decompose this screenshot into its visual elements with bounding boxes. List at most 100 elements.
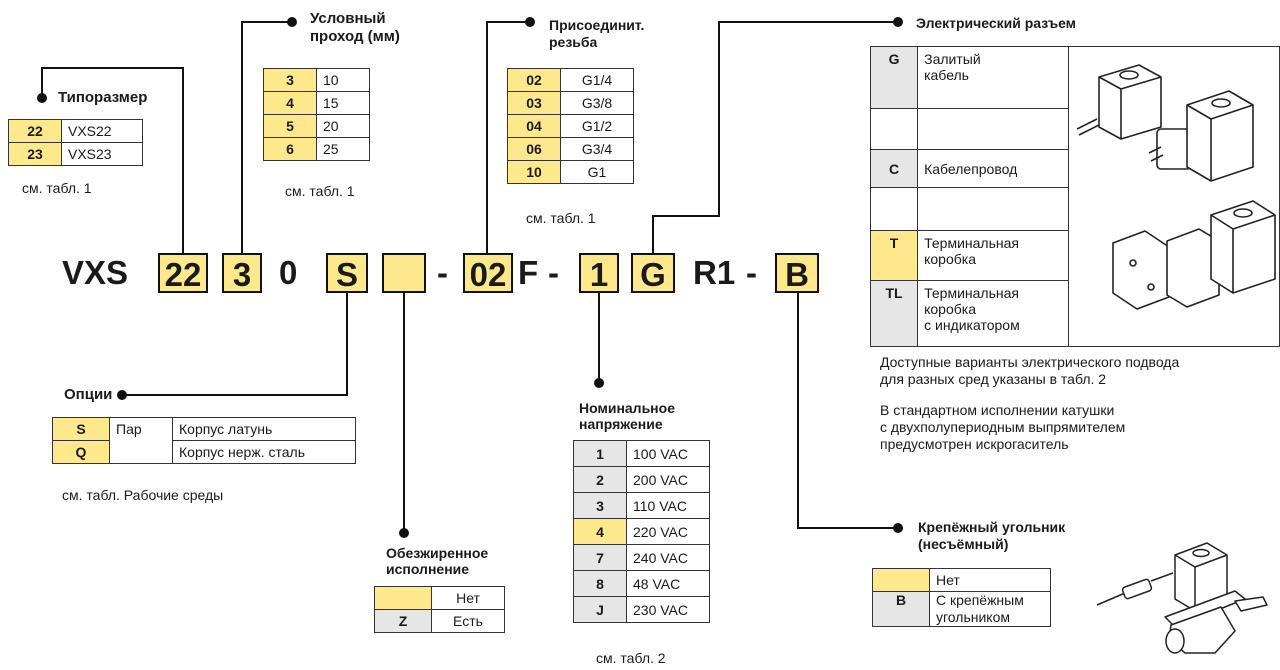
table-row: Нет xyxy=(872,568,1051,592)
electrical-text: Терминальная коробка с индикатором xyxy=(917,279,1069,348)
orifice-code: 5 xyxy=(263,114,317,138)
bracket-code xyxy=(872,568,930,592)
bracket-code: B xyxy=(872,591,930,627)
degreased-code xyxy=(374,586,432,610)
thread-code: 03 xyxy=(507,91,561,115)
model-option-box: S xyxy=(326,253,368,293)
size-title: Типоразмер xyxy=(58,89,148,106)
electrical-text: Залитый кабель xyxy=(917,45,1069,110)
voltage-code: 2 xyxy=(573,466,627,493)
voltage-text: 100 VAC xyxy=(626,440,710,467)
model-port-suffix: F xyxy=(518,254,539,291)
voltage-code: 7 xyxy=(573,544,627,571)
model-prefix: VXS xyxy=(62,254,129,291)
voltage-code: 1 xyxy=(573,440,627,467)
model-dash: - xyxy=(437,254,448,291)
thread-code: 02 xyxy=(507,68,561,92)
thread-note: см. табл. 1 xyxy=(526,210,596,226)
orifice-text: 25 xyxy=(316,137,370,161)
orifice-text: 20 xyxy=(316,114,370,138)
model-voltage-box: 1 xyxy=(579,253,619,293)
model-r1: R1 xyxy=(693,254,736,291)
electrical-code xyxy=(869,108,919,150)
size-note: см. табл. 1 xyxy=(22,180,92,196)
voltage-title: Номинальное напряжение xyxy=(579,400,675,432)
model-electrical-box: G xyxy=(631,253,675,293)
thread-code: 10 xyxy=(507,160,561,184)
coil-illustrations xyxy=(1067,46,1280,347)
model-degreased-box xyxy=(382,253,426,293)
table-row: S Пар Корпус латунь xyxy=(52,417,356,464)
degreased-code: Z xyxy=(374,609,432,633)
options-title: Опции xyxy=(64,386,113,403)
table-row: G Залитый кабель xyxy=(869,45,1280,347)
electrical-code: G xyxy=(869,45,919,110)
voltage-text: 220 VAC xyxy=(626,518,710,545)
table-row: Q Корпус нерж. сталь xyxy=(52,440,356,464)
voltage-text: 240 VAC xyxy=(626,544,710,571)
coil-drawing xyxy=(1076,64,1276,310)
table-row xyxy=(869,108,1280,150)
options-table: S Пар Корпус латунь Q Корпус нерж. сталь xyxy=(52,417,356,464)
voltage-code: 3 xyxy=(573,492,627,519)
table-row xyxy=(869,187,1280,232)
options-text: Корпус латунь xyxy=(172,417,356,441)
thread-text: G3/8 xyxy=(560,91,634,115)
orifice-text: 10 xyxy=(316,68,370,92)
orifice-title: Условный проход (мм) xyxy=(310,10,400,45)
table-row: Нет xyxy=(374,586,505,610)
electrical-text: Терминальная коробка xyxy=(917,230,1069,281)
model-orifice-box: 3 xyxy=(222,253,262,293)
table-row: 23 VXS23 xyxy=(8,142,143,166)
orifice-code: 6 xyxy=(263,137,317,161)
voltage-text: 230 VAC xyxy=(626,596,710,623)
electrical-code: C xyxy=(869,148,919,189)
thread-title: Присоединит. резьба xyxy=(549,17,645,50)
table-row: 22 VXS22 xyxy=(8,119,143,143)
electrical-note: Доступные варианты электрического подвод… xyxy=(880,354,1180,387)
orifice-code: 4 xyxy=(263,91,317,115)
size-code: 22 xyxy=(8,119,62,143)
model-dash: - xyxy=(548,254,559,291)
voltage-text: 110 VAC xyxy=(626,492,710,519)
thread-text: G1/2 xyxy=(560,114,634,138)
options-code: S xyxy=(52,417,110,441)
voltage-code: 8 xyxy=(573,570,627,597)
voltage-text: 48 VAC xyxy=(626,570,710,597)
size-text: VXS23 xyxy=(61,142,143,166)
options-note: см. табл. Рабочие среды xyxy=(62,487,224,503)
thread-code: 06 xyxy=(507,137,561,161)
electrical-code: T xyxy=(869,230,919,281)
thread-text: G1/4 xyxy=(560,68,634,92)
options-medium: Пар xyxy=(109,417,173,464)
model-fixed-zero: 0 xyxy=(279,254,298,291)
orifice-note: см. табл. 1 xyxy=(285,183,355,199)
voltage-code: 4 xyxy=(573,518,627,545)
voltage-text: 200 VAC xyxy=(626,466,710,493)
electrical-title: Электрический разъем xyxy=(916,15,1077,31)
voltage-code: J xyxy=(573,596,627,623)
electrical-text: Кабелепровод xyxy=(917,148,1069,189)
bracket-text: С крепёжным угольником xyxy=(929,591,1051,627)
electrical-text xyxy=(917,108,1069,150)
